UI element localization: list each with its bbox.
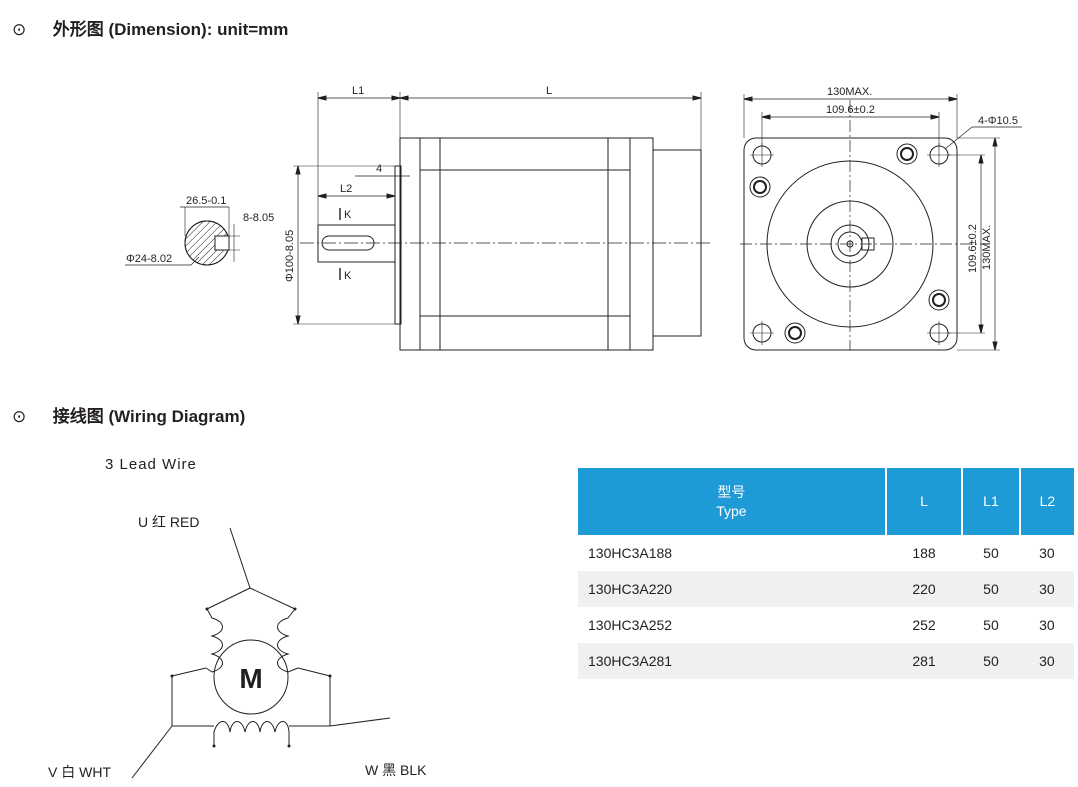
cell-l2: 30 — [1039, 545, 1055, 561]
motor-flange — [394, 165, 402, 325]
table-row: 130HC3A281 281 50 30 — [578, 643, 1074, 679]
dimension-drawing: L1 L 4 L2 K K 26.5-0.1 8-8.05 Φ24-8.02 Φ… — [125, 85, 1022, 351]
dim-label-pilot-dia: Φ100-8.05 — [284, 230, 296, 282]
table-row: 130HC3A220 220 50 30 — [578, 571, 1074, 607]
dim-label-hole-pitch-height: 109.6±0.2 — [967, 224, 979, 273]
table-header-row: 型号 Type L L1 L2 — [578, 468, 1074, 535]
model-dimension-table: 型号 Type L L1 L2 130HC3A188 188 50 30 130… — [578, 468, 1074, 679]
header-l: L — [885, 468, 964, 535]
wiring-title-en: (Wiring Diagram) — [108, 407, 246, 426]
header-type-en: Type — [716, 502, 747, 519]
wire-label-u: U 红 RED — [138, 514, 200, 530]
dim-label-holes: 4-Φ10.5 — [978, 115, 1018, 127]
motor-front-view — [740, 94, 1022, 351]
cell-type: 130HC3A252 — [588, 617, 673, 633]
cell-l: 188 — [912, 545, 936, 561]
wire-label-v: V 白 WHT — [48, 764, 111, 780]
header-l2: L2 — [1019, 468, 1074, 535]
cell-l1: 50 — [983, 545, 999, 561]
circle-bullet-icon: ⊙ — [12, 20, 27, 39]
dim-label-max-width: 130MAX. — [827, 86, 872, 98]
dim-label-key-width: 26.5-0.1 — [186, 195, 226, 207]
wiring-section-title: ⊙ 接线图 (Wiring Diagram) — [12, 402, 245, 427]
dim-label-key-height: 8-8.05 — [243, 212, 274, 224]
cell-type: 130HC3A188 — [588, 545, 673, 561]
motor-shaft — [317, 224, 396, 263]
dim-label-shaft-dia: Φ24-8.02 — [126, 253, 172, 265]
cell-l: 220 — [885, 571, 963, 607]
shaft-cross-section — [125, 206, 240, 266]
cell-type: 130HC3A281 — [578, 643, 886, 679]
header-type-cn: 型号 — [717, 483, 746, 500]
dimension-section-title: ⊙ 外形图 (Dimension): unit=mm — [12, 15, 288, 40]
wiring-diagram: M — [131, 527, 391, 779]
wire-label-w: W 黑 BLK — [365, 762, 427, 778]
dim-label-l: L — [546, 85, 552, 97]
cell-l2: 30 — [1019, 643, 1074, 679]
circle-bullet-icon: ⊙ — [12, 407, 27, 426]
shaft-key — [321, 235, 375, 251]
dim-label-max-height: 130MAX. — [981, 225, 993, 270]
cell-l: 252 — [912, 617, 936, 633]
lead-wire-title: 3 Lead Wire — [105, 456, 197, 473]
motor-rear-cap — [652, 149, 702, 337]
dimension-unit: : unit=mm — [206, 20, 289, 39]
cell-type: 130HC3A220 — [578, 571, 886, 607]
dim-label-l2: L2 — [340, 183, 352, 195]
header-type: 型号 Type — [578, 468, 887, 535]
dimension-title-en: (Dimension) — [108, 20, 207, 39]
cell-l1: 50 — [983, 617, 999, 633]
cell-l2: 30 — [1039, 617, 1055, 633]
cell-l1: 50 — [962, 571, 1020, 607]
dimension-title-cn: 外形图 — [52, 20, 104, 39]
motor-symbol-label: M — [239, 663, 262, 694]
cell-l2: 30 — [1019, 571, 1074, 607]
section-label-k-bottom: K — [344, 270, 352, 282]
header-l1: L1 — [962, 468, 1021, 535]
motor-symbol — [213, 639, 289, 715]
wiring-title-cn: 接线图 — [52, 407, 104, 426]
table-row: 130HC3A188 188 50 30 — [578, 535, 1074, 571]
dim-label-hole-pitch-width: 109.6±0.2 — [826, 104, 875, 116]
dim-label-4: 4 — [376, 163, 382, 175]
table-row: 130HC3A252 252 50 30 — [578, 607, 1074, 643]
cell-l1: 50 — [962, 643, 1020, 679]
dim-label-l1: L1 — [352, 85, 364, 97]
cell-l: 281 — [885, 643, 963, 679]
section-label-k-top: K — [344, 209, 352, 221]
